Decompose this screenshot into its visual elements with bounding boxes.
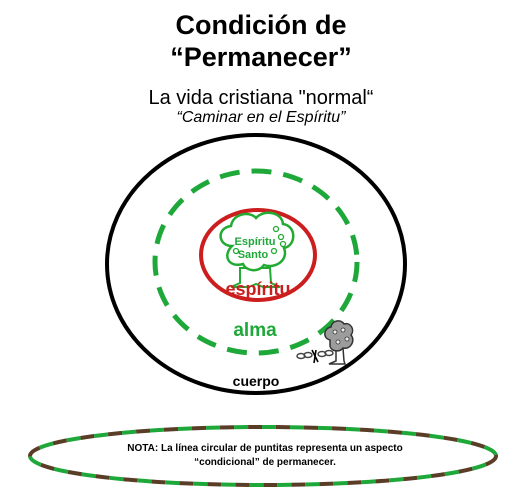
green-tree-icon: [219, 211, 295, 288]
note-text: NOTA: La línea circular de puntitas repr…: [100, 442, 430, 470]
broken-chain-icon: [296, 349, 334, 364]
note-dashed-ellipse: [28, 425, 498, 487]
soul-dashed-circle: [152, 168, 360, 356]
holy-spirit-label-line2: Santo: [238, 249, 269, 261]
gray-tree-icon: [324, 320, 354, 365]
note-line-2: “condicional” de permanecer.: [194, 457, 336, 468]
body-circle: [105, 133, 407, 395]
spirit-label: espíritu: [225, 279, 290, 299]
note-line-1: NOTA: La línea circular de puntitas repr…: [127, 443, 403, 454]
title-line-2: “Permanecer”: [170, 42, 352, 72]
holy-spirit-label-line1: Espíritu: [235, 236, 276, 248]
spirit-circle: [199, 208, 317, 302]
title-line-1: Condición de: [175, 10, 347, 40]
subtitle-italic: “Caminar en el Espíritu”: [176, 109, 346, 126]
subtitle: La vida cristiana "normal“: [148, 87, 374, 109]
soul-label: alma: [233, 320, 277, 341]
body-label: cuerpo: [233, 373, 280, 389]
